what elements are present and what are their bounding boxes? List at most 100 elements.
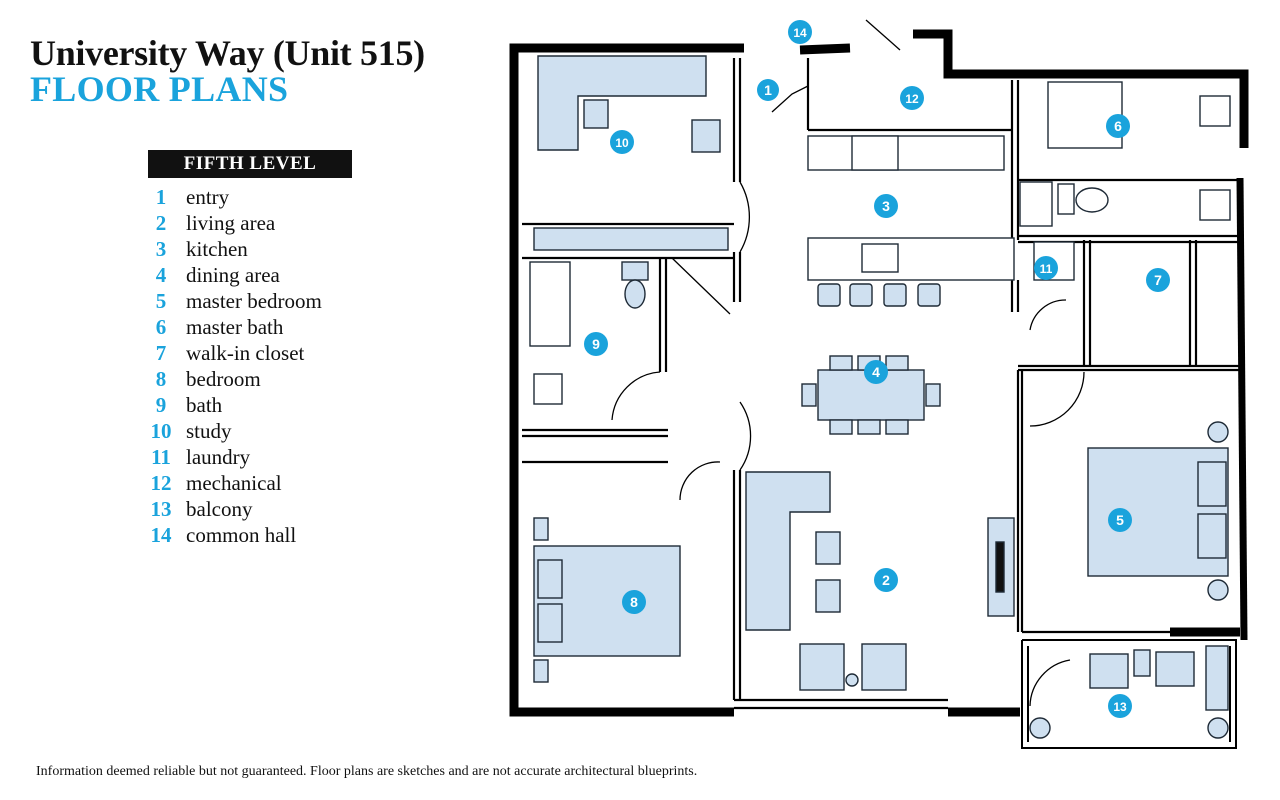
stool	[849, 283, 873, 307]
balcony-chair	[1155, 651, 1195, 687]
svg-text:7: 7	[1154, 272, 1162, 288]
legend-number: 8	[155, 367, 167, 391]
nightstand	[533, 517, 549, 541]
balcony-table	[1133, 649, 1151, 677]
legend-number: 14	[150, 523, 172, 547]
svg-text:10: 10	[615, 136, 629, 150]
legend-number: 4	[155, 263, 167, 287]
room-marker-10: 10	[610, 130, 634, 154]
armchair	[861, 643, 907, 691]
legend-number: 9	[155, 393, 167, 417]
exterior-walls	[509, 29, 1249, 717]
legend-label: laundry	[186, 445, 251, 469]
page-title: University Way (Unit 515)	[30, 33, 425, 73]
tv	[995, 541, 1005, 593]
balcony-railing	[1021, 639, 1237, 749]
interior-walls	[522, 58, 1240, 710]
legend-item: 13 balcony	[148, 496, 322, 522]
legend-label: bedroom	[186, 367, 261, 391]
svg-text:5: 5	[1116, 512, 1124, 528]
legend-label: entry	[186, 185, 230, 209]
desk-chair	[583, 99, 609, 129]
study-desk	[537, 55, 707, 151]
legend-label: kitchen	[186, 237, 248, 261]
stool	[817, 283, 841, 307]
ottoman	[815, 579, 841, 613]
room-marker-2: 2	[874, 568, 898, 592]
kitchen-counter	[807, 135, 1005, 171]
legend-label: mechanical	[186, 471, 282, 495]
disclaimer-text: Information deemed reliable but not guar…	[36, 764, 698, 779]
svg-text:8: 8	[630, 594, 638, 610]
legend-item: 9 bath	[148, 392, 322, 418]
stove	[851, 135, 899, 171]
legend-label: balcony	[186, 497, 253, 521]
stool	[883, 283, 907, 307]
room-marker-8: 8	[622, 590, 646, 614]
legend-label: living area	[186, 211, 276, 235]
room-marker-14: 14	[788, 20, 812, 44]
room-marker-4: 4	[864, 360, 888, 384]
legend-label: bath	[186, 393, 223, 417]
balcony-chair	[1089, 653, 1129, 689]
bath-sink	[533, 373, 563, 405]
legend-label: master bedroom	[186, 289, 322, 313]
room-marker-5: 5	[1108, 508, 1132, 532]
pillow	[1197, 513, 1227, 559]
toilet-tank	[621, 261, 649, 281]
dining-chair	[829, 419, 853, 435]
side-table	[845, 673, 859, 687]
legend-number: 1	[155, 185, 167, 209]
svg-text:9: 9	[592, 336, 600, 352]
svg-text:12: 12	[905, 92, 919, 106]
plant	[1207, 579, 1229, 601]
legend-label: common hall	[186, 523, 297, 547]
page-subtitle: FLOOR PLANS	[30, 69, 289, 109]
legend-number: 11	[151, 445, 171, 469]
door-swings	[611, 19, 1085, 707]
legend-item: 1 entry	[148, 184, 322, 210]
room-marker-12: 12	[900, 86, 924, 110]
toilet-bowl	[624, 279, 646, 309]
dining-chair	[801, 383, 817, 407]
room-marker-11: 11	[1034, 256, 1058, 280]
legend-label: dining area	[186, 263, 280, 287]
ottoman	[815, 531, 841, 565]
legend-label: walk-in closet	[186, 341, 305, 365]
study-chair	[691, 119, 721, 153]
pillow	[537, 559, 563, 599]
pillow	[537, 603, 563, 643]
kitchen-sink	[861, 243, 899, 273]
furniture	[529, 55, 1231, 739]
room-marker-3: 3	[874, 194, 898, 218]
svg-text:4: 4	[872, 364, 880, 380]
level-label: FIFTH LEVEL	[148, 150, 352, 178]
svg-text:3: 3	[882, 198, 890, 214]
plant	[1207, 717, 1229, 739]
bookshelf	[533, 227, 729, 251]
dining-chair	[885, 355, 909, 371]
svg-text:2: 2	[882, 572, 890, 588]
planter	[1205, 645, 1229, 711]
legend-number: 13	[150, 497, 172, 521]
master-shower	[1047, 81, 1123, 149]
svg-text:13: 13	[1113, 700, 1127, 714]
legend-number: 10	[150, 419, 172, 443]
legend-number: 3	[155, 237, 167, 261]
toilet-tank	[1057, 183, 1075, 215]
legend-item: 8 bedroom	[148, 366, 322, 392]
svg-text:14: 14	[793, 26, 807, 40]
stool	[917, 283, 941, 307]
legend-item: 3 kitchen	[148, 236, 322, 262]
legend-item: 4 dining area	[148, 262, 322, 288]
shower	[529, 261, 571, 347]
toilet-bowl	[1075, 187, 1109, 213]
dining-chair	[857, 419, 881, 435]
